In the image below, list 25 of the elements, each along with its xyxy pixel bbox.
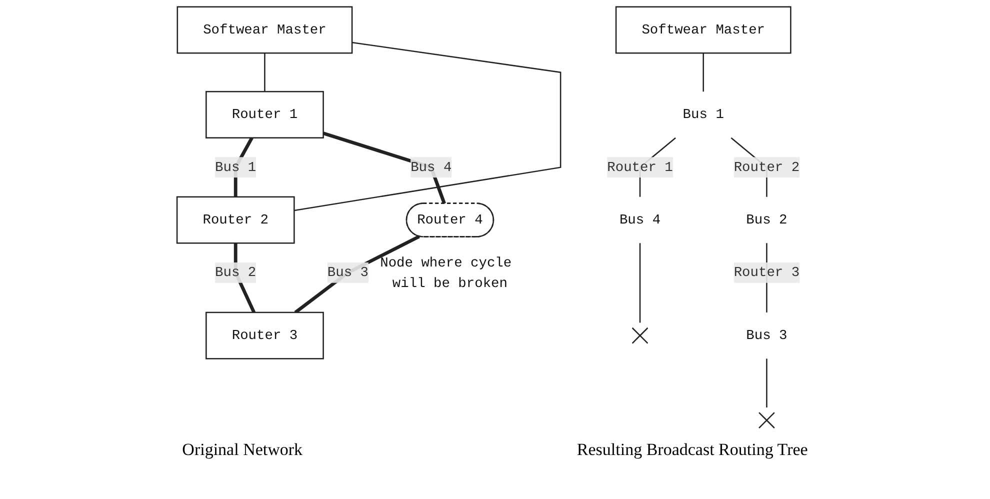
edge-label: Bus 3 bbox=[327, 264, 368, 280]
edge-label: Bus 1 bbox=[215, 160, 256, 176]
node-label: Node where cycle will be broken bbox=[380, 256, 512, 292]
connector bbox=[639, 243, 641, 323]
node-text: Bus 1 bbox=[682, 107, 724, 122]
connector bbox=[766, 358, 768, 408]
node-box: Router 1 bbox=[206, 90, 324, 138]
connector bbox=[294, 42, 562, 212]
figure-caption: Resulting Broadcast Routing Tree bbox=[576, 440, 808, 460]
edge-label: Router 2 bbox=[734, 160, 800, 176]
node-box: Softwear Master bbox=[176, 6, 353, 54]
figure-caption: Original Network bbox=[182, 440, 303, 460]
edge-label: Bus 2 bbox=[215, 264, 256, 280]
node-box: Softwear Master bbox=[615, 6, 792, 54]
edge-label: Router 1 bbox=[607, 160, 673, 176]
node-text: Bus 2 bbox=[746, 212, 788, 228]
connector bbox=[294, 235, 420, 314]
connector bbox=[702, 53, 704, 92]
node-text: Bus 4 bbox=[619, 212, 661, 228]
edge-label: Bus 4 bbox=[410, 160, 452, 176]
node-text: Bus 3 bbox=[746, 328, 788, 344]
connector bbox=[264, 53, 266, 92]
edge-label: Router 3 bbox=[734, 264, 800, 280]
node-box: Router 2 bbox=[176, 196, 295, 244]
node-box: Router 3 bbox=[206, 312, 324, 360]
